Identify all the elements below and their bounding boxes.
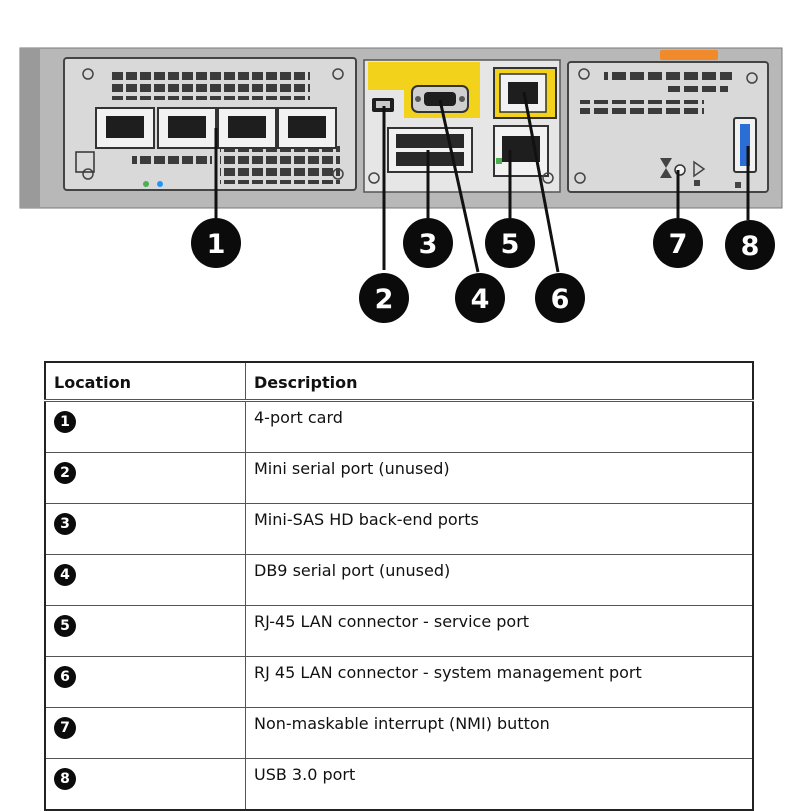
db9-serial-port xyxy=(411,85,469,113)
svg-text:3: 3 xyxy=(419,229,438,260)
description-cell: RJ-45 LAN connector - service port xyxy=(245,605,754,657)
location-badge: 5 xyxy=(54,615,76,637)
header-description: Description xyxy=(245,361,754,401)
nmi-button xyxy=(660,158,706,186)
location-badge: 4 xyxy=(54,564,76,586)
table-row: 5 RJ-45 LAN connector - service port xyxy=(44,605,754,657)
table-header-row: Location Description xyxy=(44,361,754,401)
table-row: 3 Mini-SAS HD back-end ports xyxy=(44,503,754,555)
four-port-card xyxy=(63,57,357,191)
callout-7: 7 xyxy=(653,218,703,268)
rj45-port-1 xyxy=(95,107,155,149)
table-row: 2 Mini serial port (unused) xyxy=(44,452,754,504)
rj45-port-2 xyxy=(157,107,217,149)
svg-text:4: 4 xyxy=(471,284,490,315)
leader-lines xyxy=(214,91,750,273)
table-row: 1 4-port card xyxy=(44,400,754,453)
description-cell: DB9 serial port (unused) xyxy=(245,554,754,606)
location-badge: 3 xyxy=(54,513,76,535)
header-location: Location xyxy=(44,361,246,401)
description-cell: Mini-SAS HD back-end ports xyxy=(245,503,754,555)
callout-2: 2 xyxy=(359,273,409,323)
callout-5: 5 xyxy=(485,218,535,268)
svg-text:8: 8 xyxy=(741,231,760,262)
mini-serial-port xyxy=(372,98,394,112)
controller-panel xyxy=(363,59,561,193)
description-cell: Non-maskable interrupt (NMI) button xyxy=(245,707,754,759)
location-badge: 7 xyxy=(54,717,76,739)
rj45-port-3 xyxy=(217,107,277,149)
description-cell: RJ 45 LAN connector - system management … xyxy=(245,656,754,708)
callout-1: 1 xyxy=(191,218,241,268)
table-row: 4 DB9 serial port (unused) xyxy=(44,554,754,606)
chassis-left-edge xyxy=(20,48,40,208)
callout-4: 4 xyxy=(455,273,505,323)
location-badge: 6 xyxy=(54,666,76,688)
usb-3-port xyxy=(733,117,757,188)
callout-3: 3 xyxy=(403,218,453,268)
storage-controller-rear-diagram: 1 2 3 4 5 6 7 8 xyxy=(19,47,783,323)
svg-text:5: 5 xyxy=(501,229,520,260)
description-cell: USB 3.0 port xyxy=(245,758,754,811)
location-badge: 8 xyxy=(54,768,76,790)
location-description-table: Location Description 1 4-port card 2 Min… xyxy=(44,361,754,811)
table-row: 7 Non-maskable interrupt (NMI) button xyxy=(44,707,754,759)
callout-8: 8 xyxy=(725,220,775,270)
svg-text:2: 2 xyxy=(375,284,394,315)
description-cell: 4-port card xyxy=(245,400,754,453)
mini-sas-hd-ports xyxy=(387,127,473,173)
release-handle xyxy=(660,50,718,60)
rj45-port-4 xyxy=(277,107,337,149)
table-row: 6 RJ 45 LAN connector - system managemen… xyxy=(44,656,754,708)
svg-text:7: 7 xyxy=(669,229,688,260)
location-badge: 2 xyxy=(54,462,76,484)
svg-text:1: 1 xyxy=(207,229,226,260)
svg-text:6: 6 xyxy=(551,284,570,315)
location-badge: 1 xyxy=(54,411,76,433)
right-panel xyxy=(567,61,769,193)
description-cell: Mini serial port (unused) xyxy=(245,452,754,504)
table-row: 8 USB 3.0 port xyxy=(44,758,754,811)
callout-6: 6 xyxy=(535,273,585,323)
